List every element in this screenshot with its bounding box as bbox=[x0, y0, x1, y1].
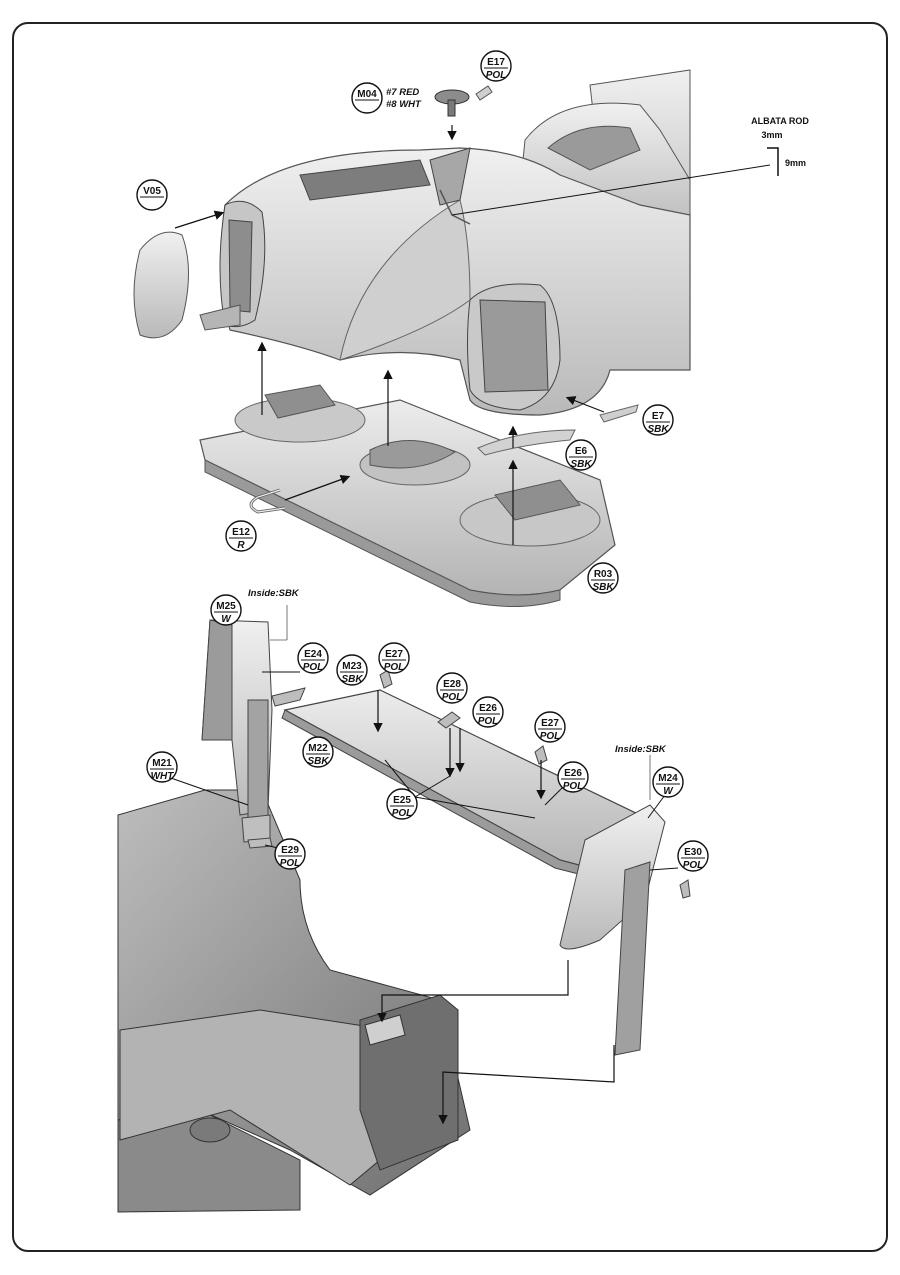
m21-color: WHT bbox=[151, 771, 175, 782]
v05-part: V05 bbox=[143, 186, 161, 197]
r03-part: R03 bbox=[594, 569, 613, 580]
e26-top-color: POL bbox=[478, 716, 499, 727]
callout-e29: E29 POL bbox=[274, 838, 306, 870]
callout-e28: E28 POL bbox=[436, 672, 468, 704]
rear-wing-assembly bbox=[117, 605, 691, 1213]
callout-m22: M22 SBK bbox=[302, 736, 334, 768]
m04-part: M04 bbox=[357, 89, 377, 100]
callout-e25: E25 POL bbox=[386, 788, 418, 820]
e26-bottom-part: E26 bbox=[564, 768, 582, 779]
albata-rod-note: ALBATA ROD 3mm 9mm bbox=[751, 116, 809, 168]
callout-m21: M21 WHT bbox=[146, 751, 178, 783]
e12-part: E12 bbox=[232, 527, 250, 538]
callout-e7: E7 SBK bbox=[642, 404, 674, 436]
callout-e26-bottom: E26 POL bbox=[557, 761, 589, 793]
e6-part: E6 bbox=[575, 446, 588, 457]
m04-note-wht: #8 WHT bbox=[386, 99, 422, 110]
callout-e17: E17 POL bbox=[480, 50, 512, 82]
m24-color: W bbox=[663, 786, 674, 797]
callout-e27-right: E27 POL bbox=[534, 711, 566, 743]
m23-part: M23 bbox=[342, 661, 362, 672]
albata-dim-3mm: 3mm bbox=[761, 130, 782, 140]
front-body-assembly bbox=[133, 69, 779, 607]
m21-part: M21 bbox=[152, 758, 172, 769]
m04-note-red: #7 RED bbox=[386, 87, 419, 98]
e17-part: E17 bbox=[487, 57, 505, 68]
callout-e26-top: E26 POL bbox=[472, 696, 504, 728]
r03-color: SBK bbox=[592, 582, 614, 593]
callout-m04: M04 #7 RED #8 WHT bbox=[351, 82, 422, 114]
callout-r03: R03 SBK bbox=[587, 562, 619, 594]
albata-title: ALBATA ROD bbox=[751, 116, 809, 126]
callout-e24: E24 POL bbox=[297, 642, 329, 674]
e12-color: R bbox=[237, 540, 245, 551]
callout-v05: V05 bbox=[136, 179, 168, 211]
e27-left-color: POL bbox=[384, 662, 405, 673]
m25-color: W bbox=[221, 614, 232, 625]
e7-part: E7 bbox=[652, 411, 665, 422]
callout-e6: E6 SBK bbox=[565, 439, 597, 471]
e30-part: E30 bbox=[684, 847, 702, 858]
e25-color: POL bbox=[392, 808, 413, 819]
e26-bottom-color: POL bbox=[563, 781, 584, 792]
e27-right-part: E27 bbox=[541, 718, 559, 729]
e6-color: SBK bbox=[570, 459, 592, 470]
e27-right-color: POL bbox=[540, 731, 561, 742]
callout-e27-left: E27 POL bbox=[378, 642, 410, 674]
m23-color: SBK bbox=[341, 674, 363, 685]
e17-color: POL bbox=[486, 70, 507, 81]
m22-color: SBK bbox=[307, 756, 329, 767]
e28-part: E28 bbox=[443, 679, 461, 690]
e29-part: E29 bbox=[281, 845, 299, 856]
m24-inside-note: Inside:SBK bbox=[615, 744, 667, 755]
e7-color: SBK bbox=[647, 424, 669, 435]
e24-part: E24 bbox=[304, 649, 322, 660]
e26-top-part: E26 bbox=[479, 703, 497, 714]
callout-m25: M25 W Inside:SBK bbox=[210, 588, 300, 626]
m22-part: M22 bbox=[308, 743, 328, 754]
e28-color: POL bbox=[442, 692, 463, 703]
e25-part: E25 bbox=[393, 795, 411, 806]
callout-m24: M24 W Inside:SBK bbox=[615, 744, 684, 798]
m25-inside-note: Inside:SBK bbox=[248, 588, 300, 599]
albata-dim-9mm: 9mm bbox=[785, 158, 806, 168]
callout-e12: E12 R bbox=[225, 520, 257, 552]
e27-left-part: E27 bbox=[385, 649, 403, 660]
m25-part: M25 bbox=[216, 601, 236, 612]
m24-part: M24 bbox=[658, 773, 678, 784]
e24-color: POL bbox=[303, 662, 324, 673]
callout-e30: E30 POL bbox=[677, 840, 709, 872]
e30-color: POL bbox=[683, 860, 704, 871]
callout-m23: M23 SBK bbox=[336, 654, 368, 686]
e29-color: POL bbox=[280, 858, 301, 869]
